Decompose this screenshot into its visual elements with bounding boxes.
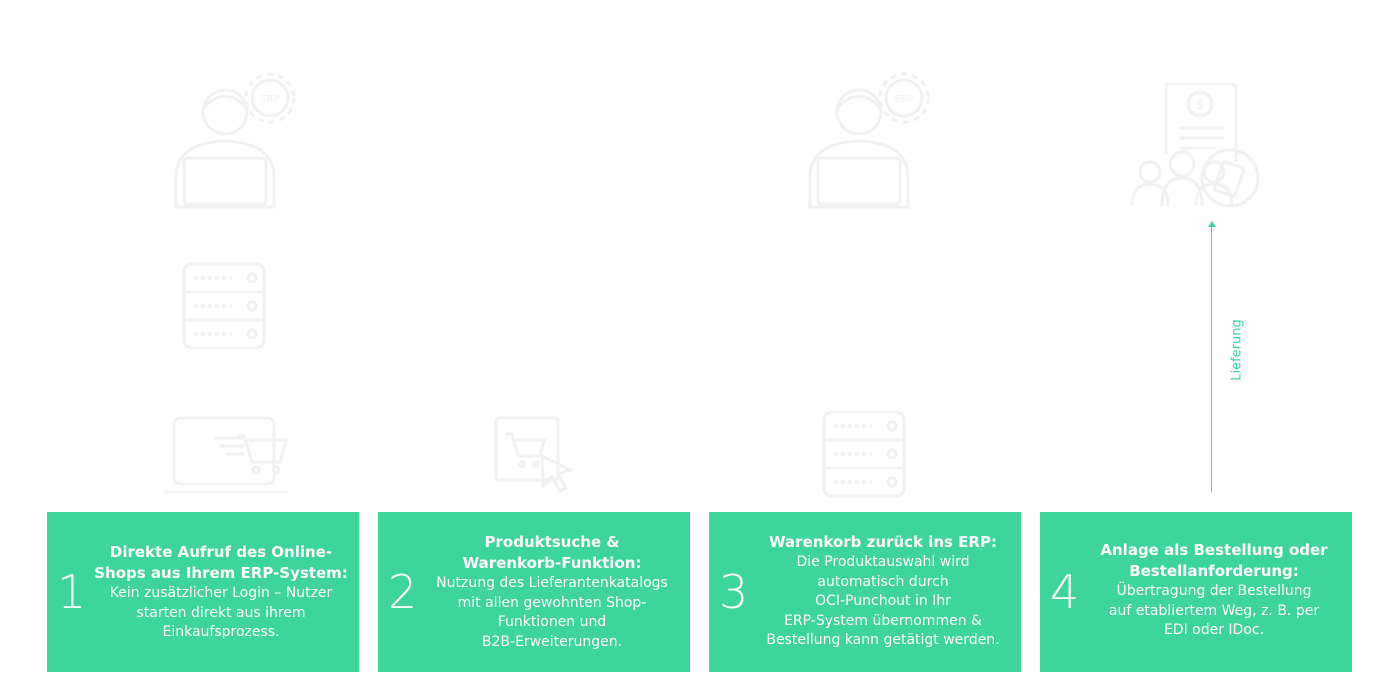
step-number: 3 bbox=[719, 565, 749, 619]
step-title: Produktsuche & Warenkorb-Funktion: bbox=[462, 533, 642, 572]
step-number: 1 bbox=[57, 565, 87, 619]
erp-label: ERP bbox=[894, 94, 913, 105]
erp-label: ERP bbox=[260, 94, 279, 105]
user-erp-icon: ERP bbox=[804, 62, 944, 212]
delivery-arrow-head bbox=[1208, 221, 1216, 227]
user-erp-icon: ERP bbox=[170, 62, 310, 212]
step-card-2: 2 Produktsuche & Warenkorb-Funktion: Nut… bbox=[378, 512, 690, 672]
cart-cursor-icon bbox=[494, 416, 578, 496]
step-text: Direkte Aufruf des Online- Shops aus Ihr… bbox=[87, 542, 355, 643]
step-title: Direkte Aufruf des Online- Shops aus Ihr… bbox=[94, 542, 348, 582]
step-title: Warenkorb zurück ins ERP: bbox=[769, 532, 997, 551]
server-icon bbox=[182, 262, 268, 352]
step-body: Die Produktauswahl wird automatisch durc… bbox=[766, 553, 1000, 648]
step-text: Warenkorb zurück ins ERP: Die Produktaus… bbox=[749, 532, 1017, 651]
delivery-label: Lieferung bbox=[1229, 319, 1245, 381]
step-title: Anlage als Bestellung oder Bestellanford… bbox=[1100, 540, 1328, 580]
delivery-arrow-line bbox=[1211, 224, 1212, 492]
step-card-4: 4 Anlage als Bestellung oder Bestellanfo… bbox=[1040, 512, 1352, 672]
step-number: 4 bbox=[1050, 565, 1080, 619]
laptop-cart-icon bbox=[164, 414, 288, 496]
server-icon bbox=[822, 410, 908, 500]
step-card-1: 1 Direkte Aufruf des Online- Shops aus I… bbox=[47, 512, 359, 672]
step-body: Kein zusätzlicher Login – Nutzer starten… bbox=[109, 584, 333, 640]
step-text: Produktsuche & Warenkorb-Funktion: Nutzu… bbox=[418, 532, 686, 652]
invoice-people-icon: $ bbox=[1130, 80, 1264, 212]
step-body: Nutzung des Lieferantenkatalogs mit alle… bbox=[436, 575, 668, 650]
step-text: Anlage als Bestellung oder Bestellanford… bbox=[1080, 540, 1348, 641]
currency-symbol: $ bbox=[1196, 97, 1205, 113]
step-body: Übertragung der Bestellung auf etabliert… bbox=[1108, 582, 1320, 638]
step-card-3: 3 Warenkorb zurück ins ERP: Die Produkta… bbox=[709, 512, 1021, 672]
step-number: 2 bbox=[388, 565, 418, 619]
